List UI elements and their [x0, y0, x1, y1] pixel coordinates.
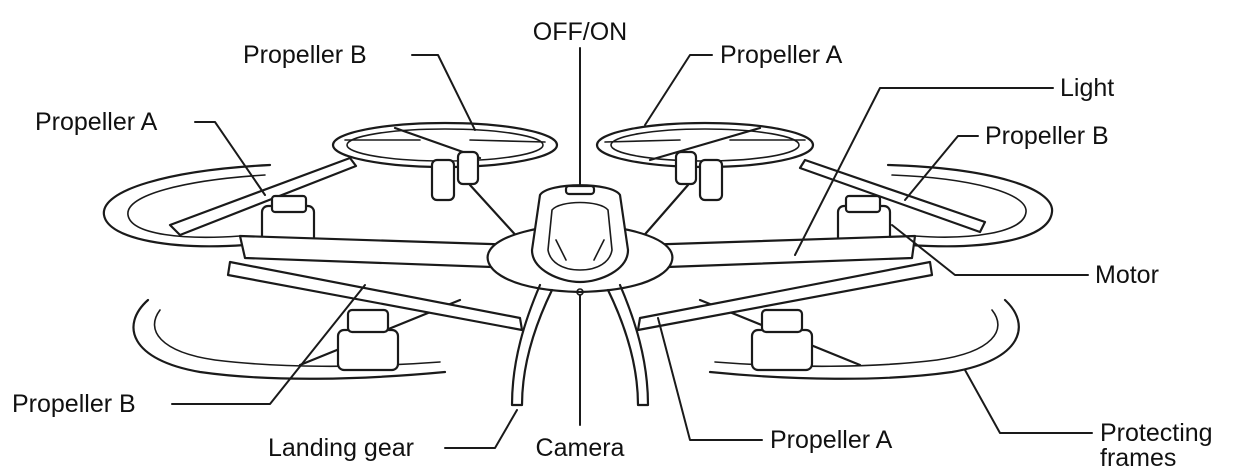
leader-lines: [171, 47, 1093, 449]
drone-body: [486, 184, 674, 296]
rear-right-rotor-guard: [595, 121, 815, 169]
leader-motor: [891, 224, 1089, 276]
right-motor: [836, 194, 892, 248]
label-propeller-a-left: Propeller A: [35, 108, 158, 136]
label-landing-gear: Landing gear: [268, 434, 414, 462]
label-propeller-b-right: Propeller B: [985, 122, 1109, 150]
label-propeller-a-bottom: Propeller A: [770, 426, 893, 454]
left-rotor-guard: [102, 156, 358, 248]
front-right-rotor-guard: [708, 298, 1020, 380]
label-motor: Motor: [1095, 261, 1159, 289]
label-propeller-b-bottom-left: Propeller B: [12, 390, 136, 418]
leader-protecting-frames: [964, 369, 1093, 434]
label-light: Light: [1060, 74, 1114, 102]
rear-right-motor: [638, 150, 724, 242]
leader-propeller-b-bottom-left: [171, 284, 366, 405]
leader-landing-gear: [444, 409, 518, 449]
label-camera: Camera: [536, 434, 625, 462]
rear-left-motor: [430, 150, 522, 242]
leader-propeller-a-left: [194, 121, 266, 196]
leader-propeller-a-top-right: [644, 54, 713, 126]
label-protecting-frames-line2: frames: [1100, 444, 1176, 467]
label-protecting-frames-line1: Protecting: [1100, 419, 1213, 447]
label-propeller-a-top-right: Propeller A: [720, 41, 843, 69]
front-left-rotor-guard: [132, 298, 447, 380]
leader-light: [794, 87, 1054, 256]
front-right-propeller: [636, 260, 934, 332]
leader-propeller-a-bottom: [657, 317, 763, 441]
leader-propeller-b-right: [904, 135, 979, 201]
label-propeller-b-top-left: Propeller B: [243, 41, 367, 69]
left-motor: [260, 194, 316, 248]
leader-propeller-b-top-left: [411, 54, 476, 131]
front-left-propeller: [226, 260, 524, 332]
landing-gear: [510, 283, 650, 407]
label-off-on: OFF/ON: [533, 18, 627, 46]
right-rotor-guard: [798, 158, 1054, 248]
